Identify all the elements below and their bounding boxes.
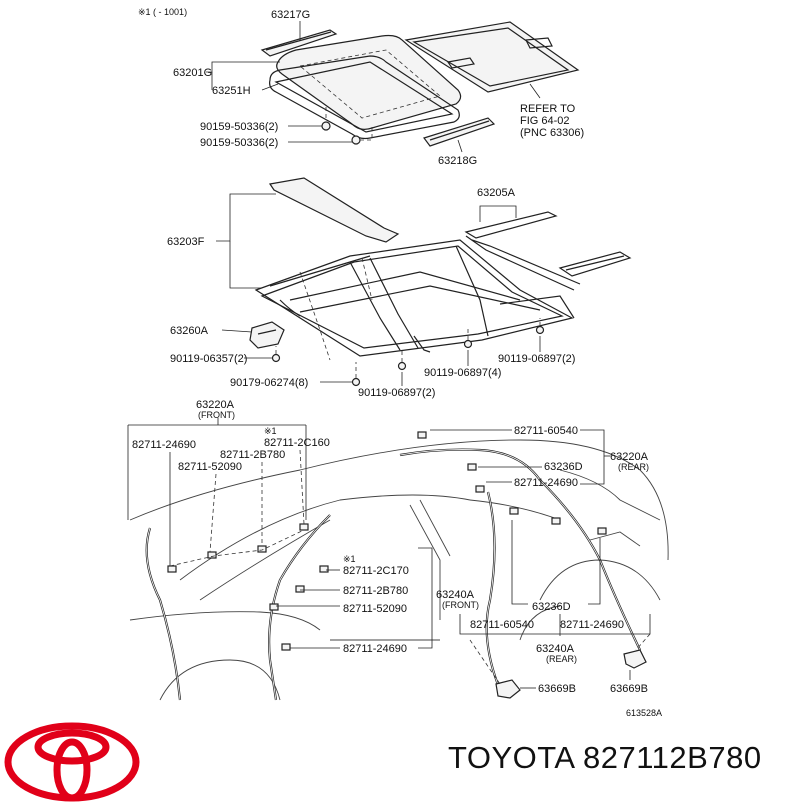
clamps — [167, 431, 607, 651]
label-90159-a: 90159-50336(2) — [200, 121, 278, 133]
label-rear-1: (REAR) — [618, 462, 649, 472]
mark-1a: ※1 — [264, 426, 277, 436]
weatherstrip-63251h — [269, 55, 460, 140]
label-82711-2b780-b: 82711-2B780 — [343, 585, 408, 597]
label-63669b-a: 63669B — [538, 683, 576, 695]
label-63236d-b: 63236D — [532, 601, 571, 613]
glass-panel-63201g — [276, 34, 462, 130]
toyota-logo-icon — [4, 722, 140, 802]
label-90119-a: 90119-06357(2) — [170, 353, 247, 365]
label-90119-c: 90119-06897(4) — [424, 367, 501, 379]
part-number: 827112B780 — [583, 740, 762, 775]
refer-line-1: REFER TO — [520, 103, 576, 115]
housing-frame-63203f — [254, 177, 575, 361]
label-82711-2c170: 82711-2C170 — [343, 565, 409, 577]
label-82711-60540-b: 82711-60540 — [470, 619, 534, 631]
brand-name: TOYOTA — [448, 740, 574, 775]
bolt-90119-a — [271, 346, 281, 363]
deflector-63217g — [260, 29, 338, 57]
label-63201g: 63201G — [173, 67, 212, 79]
label-82711-2b780-a: 82711-2B780 — [220, 449, 285, 461]
label-63260a: 63260A — [170, 325, 209, 337]
screw-90159-a — [321, 104, 331, 131]
label-63240a-front: 63240A — [436, 589, 475, 601]
label-82711-24690-d: 82711-24690 — [560, 619, 624, 631]
label-63220a-rear: 63220A — [610, 451, 649, 463]
label-63251h: 63251H — [212, 85, 251, 97]
label-front-2: (FRONT) — [442, 600, 479, 610]
label-82711-24690-a: 82711-24690 — [132, 439, 196, 451]
refer-line-3: (PNC 63306) — [520, 127, 584, 139]
car-body-outline — [129, 439, 669, 701]
note-top: ※1 ( - 1001) — [138, 7, 187, 17]
mark-1b: ※1 — [343, 554, 356, 564]
ref-number: 613528A — [626, 708, 662, 718]
bolt-90179 — [351, 362, 361, 387]
drain-hose-front-pillar — [268, 514, 331, 701]
label-63205a: 63205A — [477, 187, 516, 199]
label-63220a-front: 63220A — [196, 399, 235, 411]
label-82711-52090-b: 82711-52090 — [343, 603, 407, 615]
label-63218g: 63218G — [438, 155, 477, 167]
drain-hose-rear — [399, 448, 641, 651]
bolt-90119-b — [397, 350, 407, 371]
label-82711-24690-c: 82711-24690 — [343, 643, 407, 655]
footer-caption: TOYOTA 827112B780 — [448, 740, 762, 776]
label-82711-52090-a: 82711-52090 — [178, 461, 242, 473]
trim-63218g — [423, 117, 496, 147]
label-90159-b: 90159-50336(2) — [200, 137, 278, 149]
side-rails-63205a — [464, 211, 632, 291]
label-63669b-b: 63669B — [610, 683, 648, 695]
sunshade-panel — [404, 21, 580, 93]
grommet-63669b-left — [495, 679, 521, 699]
drain-hose-rear-lower — [485, 491, 502, 691]
label-82711-60540-a: 82711-60540 — [514, 425, 578, 437]
motor-63260a — [249, 321, 285, 349]
label-rear-2: (REAR) — [546, 654, 577, 664]
grommet-63669b-right — [623, 649, 647, 669]
drain-hose-front-left — [145, 527, 182, 701]
label-63203f: 63203F — [167, 236, 205, 248]
label-90119-d: 90119-06897(2) — [498, 353, 575, 365]
refer-line-2: FIG 64-02 — [520, 115, 570, 127]
label-90179: 90179-06274(8) — [230, 377, 308, 389]
bolt-90119-c — [463, 328, 473, 349]
screw-90159-b — [351, 124, 373, 145]
label-63236d-a: 63236D — [544, 461, 583, 473]
label-90119-b: 90119-06897(2) — [358, 387, 435, 399]
label-front-1: (FRONT) — [198, 410, 235, 420]
label-63240a-rear: 63240A — [536, 643, 575, 655]
bolt-90119-d — [535, 318, 545, 335]
label-63217g: 63217G — [271, 9, 310, 21]
label-82711-2c160: 82711-2C160 — [264, 437, 330, 449]
label-82711-24690-b: 82711-24690 — [514, 477, 578, 489]
